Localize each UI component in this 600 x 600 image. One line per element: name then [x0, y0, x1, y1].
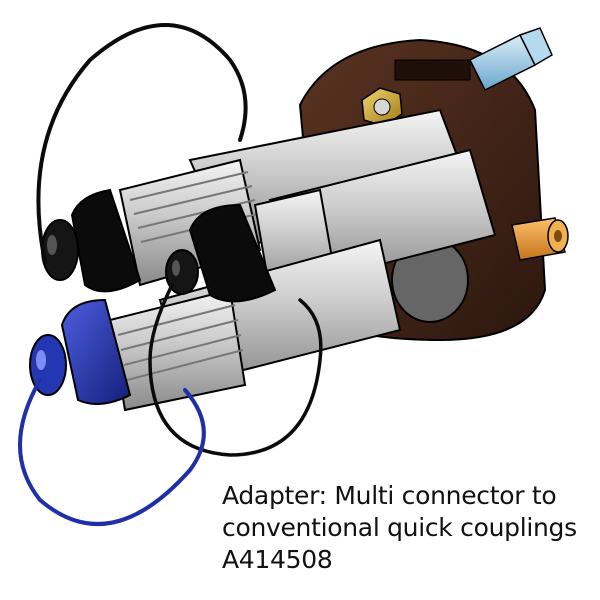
cap-tethers — [18, 23, 323, 526]
coupling-body-lower — [108, 238, 402, 412]
brass-nut-top — [361, 87, 403, 127]
black-dust-cap-upper — [41, 188, 142, 293]
black-dust-cap-middle — [165, 203, 277, 303]
caption-line-3: A414508 — [222, 545, 333, 574]
caption: Adapter: Multi connector to conventional… — [222, 480, 594, 576]
orange-fitting — [511, 217, 569, 261]
caption-line-2: conventional quick couplings — [222, 513, 577, 542]
caption-line-1: Adapter: Multi connector to — [222, 481, 557, 510]
blue-dust-cap — [29, 298, 132, 405]
blue-nipple-fitting — [468, 27, 553, 92]
